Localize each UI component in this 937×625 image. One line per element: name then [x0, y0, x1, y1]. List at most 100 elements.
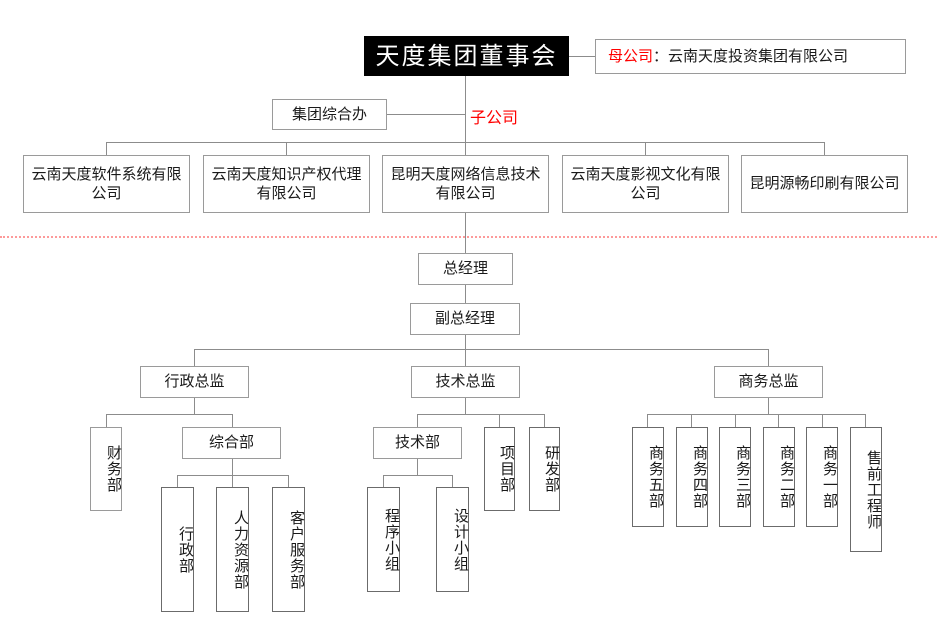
connector-drop-business-5: [647, 414, 648, 427]
connector-business-spine: [768, 398, 769, 414]
connector-drop-hr-dept: [232, 475, 233, 487]
box-rnd-department[interactable]: 研发部: [529, 427, 561, 511]
box-business-department-2[interactable]: 商务二部: [763, 427, 796, 527]
connector-drop-program-team: [383, 475, 384, 487]
connector-drop-business-4: [691, 414, 692, 427]
connector-drop-director-2: [465, 349, 466, 366]
box-label: 商务四部: [691, 445, 709, 509]
connector-general-affairs-spine: [232, 459, 233, 475]
box-administration-department[interactable]: 行政部: [161, 487, 195, 612]
connector-drop-design-team: [452, 475, 453, 487]
connector-drop-tech-dept: [417, 414, 418, 427]
box-label: 项目部: [498, 445, 516, 493]
connector-drop-project-dept: [499, 414, 500, 427]
box-label: 商务一部: [821, 445, 839, 509]
connector-drop-admin-dept: [177, 475, 178, 487]
connector-root-spine: [465, 76, 466, 142]
box-label: 人力资源部: [232, 509, 250, 590]
connector-general-affairs-bus: [177, 475, 289, 476]
box-label: 程序小组: [383, 507, 401, 572]
connector-tech-dept-spine: [417, 459, 418, 475]
box-label: 商务二部: [778, 445, 796, 509]
box-director-administration[interactable]: 行政总监: [140, 366, 249, 398]
connector-drop-business-1: [822, 414, 823, 427]
box-presales-engineer[interactable]: 售前工程师: [850, 427, 883, 552]
box-general-affairs-department[interactable]: 综合部: [182, 427, 281, 459]
connector-crossing-divider: [465, 213, 466, 253]
box-label: 研发部: [543, 445, 561, 493]
connector-tech-bus: [417, 414, 544, 415]
box-label: 昆明天度网络信息技术有限公司: [390, 164, 541, 202]
connector-drop-customer-service: [288, 475, 289, 487]
box-director-technology[interactable]: 技术总监: [411, 366, 520, 398]
connector-drop-subsidiary-4: [645, 142, 646, 155]
box-business-department-1[interactable]: 商务一部: [806, 427, 839, 527]
box-technology-department[interactable]: 技术部: [373, 427, 462, 459]
box-label: 副总经理: [434, 309, 495, 328]
box-board-of-directors[interactable]: 天度集团董事会: [364, 36, 569, 76]
box-general-manager[interactable]: 总经理: [418, 253, 513, 285]
connector-business-bus: [647, 414, 865, 415]
box-human-resources-department[interactable]: 人力资源部: [216, 487, 250, 612]
connector-drop-director-1: [194, 349, 195, 366]
box-label: 售前工程师: [865, 449, 883, 530]
box-label: 总经理: [442, 259, 488, 278]
box-label: 天度集团董事会: [375, 41, 558, 70]
box-design-team[interactable]: 设计小组: [436, 487, 470, 592]
box-label: 综合部: [208, 433, 254, 452]
box-label: 商务五部: [647, 445, 665, 509]
box-label: 技术总监: [435, 372, 496, 391]
box-label: 云南天度知识产权代理有限公司: [211, 164, 362, 202]
connector-drop-business-3: [735, 414, 736, 427]
box-subsidiary-3[interactable]: 昆明天度网络信息技术有限公司: [382, 155, 549, 213]
box-label: 昆明源畅印刷有限公司: [749, 174, 900, 193]
connector-director-bus: [194, 349, 768, 350]
box-label: 云南天度软件系统有限公司: [31, 164, 182, 202]
box-parent-company-note: 母公司：云南天度投资集团有限公司: [595, 39, 906, 74]
box-subsidiary-4[interactable]: 云南天度影视文化有限公司: [562, 155, 729, 213]
box-label: 行政部: [177, 525, 195, 574]
connector-drop-subsidiary-2: [286, 142, 287, 155]
box-subsidiary-5[interactable]: 昆明源畅印刷有限公司: [741, 155, 908, 213]
box-label: 商务三部: [734, 445, 752, 509]
box-customer-service-department[interactable]: 客户服务部: [272, 487, 306, 612]
box-subsidiary-1[interactable]: 云南天度软件系统有限公司: [23, 155, 190, 213]
box-business-department-3[interactable]: 商务三部: [719, 427, 752, 527]
box-business-department-5[interactable]: 商务五部: [632, 427, 665, 527]
connector-dgm-spine: [465, 335, 466, 349]
box-deputy-general-manager[interactable]: 副总经理: [410, 303, 520, 335]
box-label: 行政总监: [164, 372, 225, 391]
parent-company-separator: ：: [653, 46, 669, 65]
connector-admin-bus: [106, 414, 232, 415]
connector-tech-spine: [465, 398, 466, 414]
label-subsidiary-tag: 子公司: [470, 108, 519, 127]
parent-company-name: 云南天度投资集团有限公司: [668, 46, 849, 65]
connector-admin-spine: [194, 398, 195, 414]
box-finance-department[interactable]: 财务部: [90, 427, 123, 511]
box-project-department[interactable]: 项目部: [484, 427, 516, 511]
connector-root-to-parent-note: [569, 56, 595, 57]
box-label: 设计小组: [452, 507, 470, 572]
box-group-general-office[interactable]: 集团综合办: [272, 99, 387, 130]
connector-drop-subsidiary-1: [106, 142, 107, 155]
connector-gm-to-dgm: [465, 285, 466, 303]
box-label: 财务部: [105, 445, 123, 493]
connector-drop-subsidiary-5: [824, 142, 825, 155]
box-label: 技术部: [394, 433, 440, 452]
connector-drop-subsidiary-3: [465, 142, 466, 155]
connector-drop-business-2: [778, 414, 779, 427]
connector-tech-sub-bus: [383, 475, 452, 476]
box-subsidiary-2[interactable]: 云南天度知识产权代理有限公司: [203, 155, 370, 213]
connector-drop-rnd-dept: [544, 414, 545, 427]
parent-company-tag: 母公司: [608, 46, 654, 65]
connector-drop-director-3: [768, 349, 769, 366]
section-divider: [0, 236, 937, 238]
box-label: 商务总监: [738, 372, 799, 391]
box-business-department-4[interactable]: 商务四部: [676, 427, 709, 527]
box-program-team[interactable]: 程序小组: [367, 487, 401, 592]
connector-drop-general-affairs: [232, 414, 233, 427]
connector-drop-finance: [106, 414, 107, 427]
box-label: 云南天度影视文化有限公司: [570, 164, 721, 202]
box-director-business[interactable]: 商务总监: [714, 366, 823, 398]
